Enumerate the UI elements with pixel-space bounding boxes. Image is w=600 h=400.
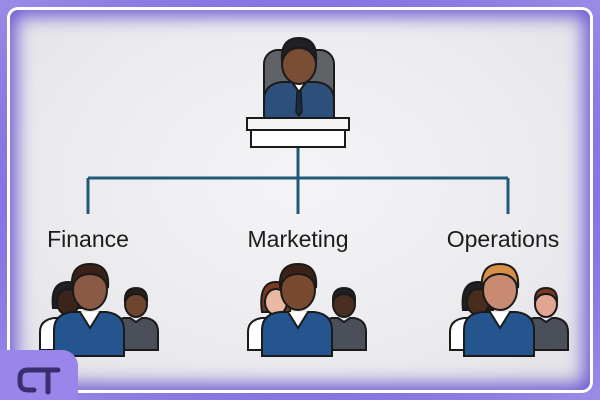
operations-team-icon (449, 262, 569, 357)
ct-logo-mark (17, 367, 61, 395)
dept-label-operations: Operations (446, 226, 560, 252)
dept-label-marketing: Marketing (247, 226, 349, 252)
ct-logo-icon (0, 350, 78, 400)
dept-label-finance: Finance (47, 226, 129, 252)
executive-at-desk-icon (246, 36, 350, 148)
marketing-team-icon (247, 262, 367, 357)
finance-team-icon (39, 262, 159, 357)
org-connector-lines (86, 147, 510, 214)
